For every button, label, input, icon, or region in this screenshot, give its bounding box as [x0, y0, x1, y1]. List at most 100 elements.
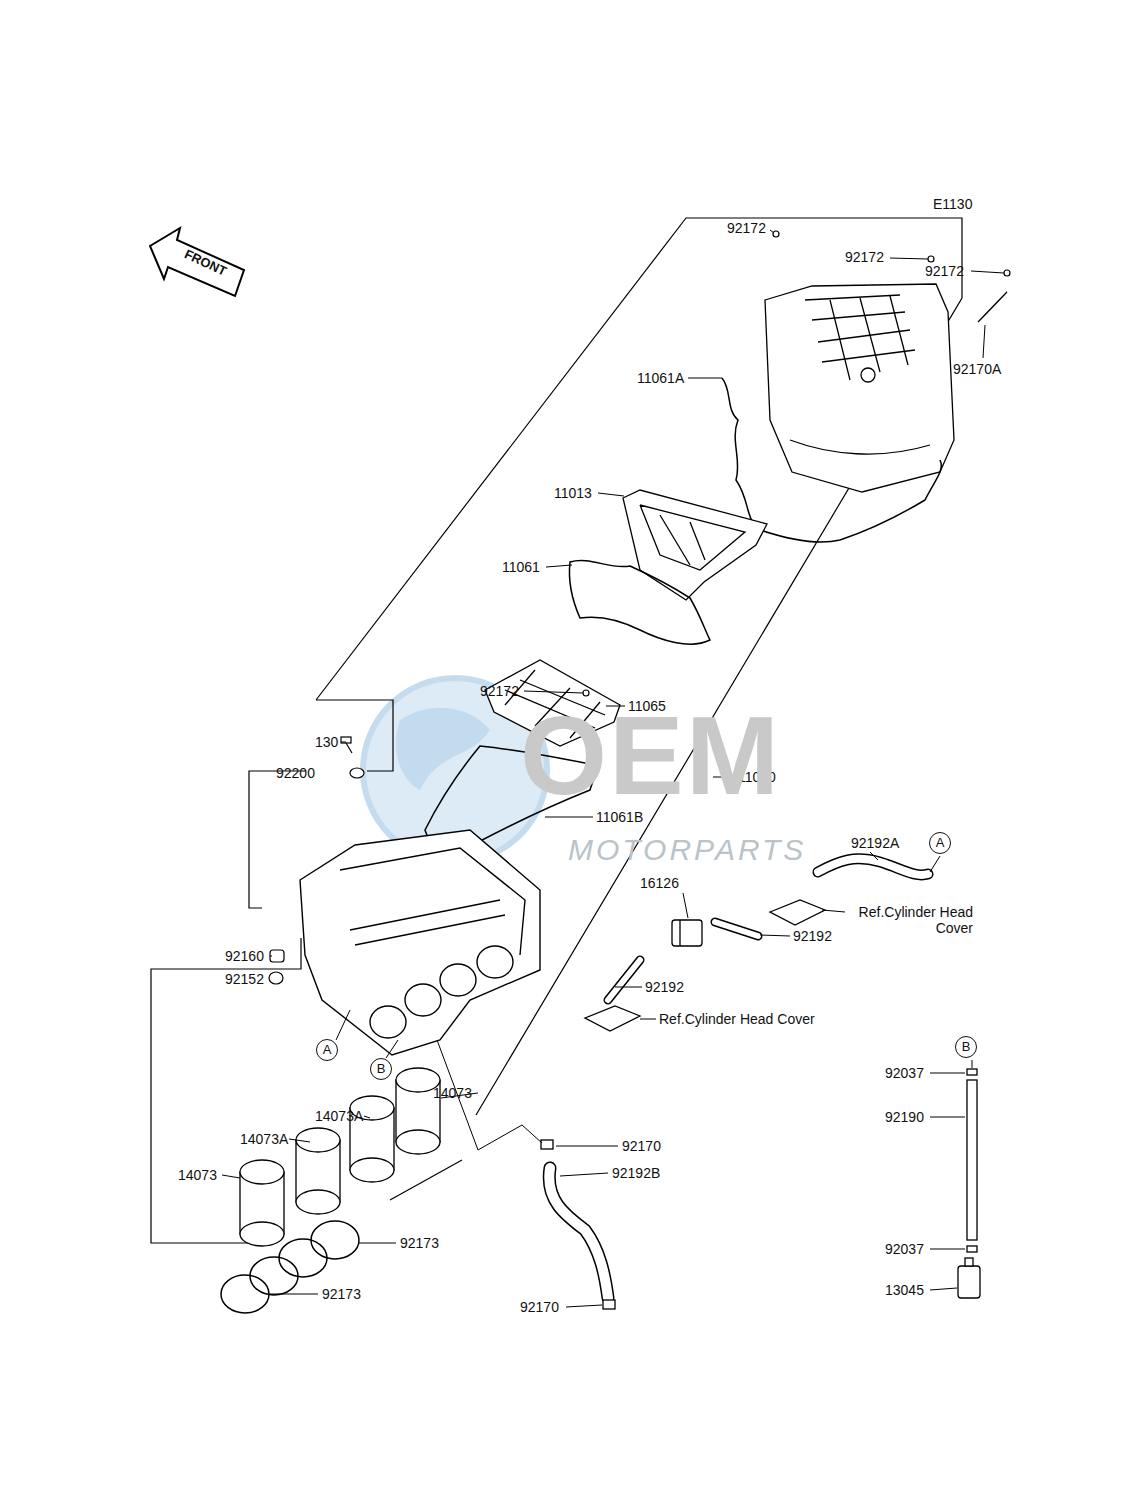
clamps	[311, 1221, 359, 1259]
part-number: 92172	[845, 249, 884, 265]
air-cleaner-cover	[861, 368, 875, 382]
air-cleaner-cover	[860, 298, 880, 372]
direction-arrow	[150, 228, 244, 296]
part-number: 14073A	[315, 1108, 363, 1124]
air-cleaner-housing	[300, 830, 540, 1055]
part-number: 11013	[554, 485, 592, 501]
assembly-frame	[390, 1160, 462, 1200]
leader-lines	[560, 1173, 608, 1176]
leader-lines	[545, 817, 593, 818]
bolts-and-grommets	[978, 292, 1007, 322]
intake-funnels	[240, 1160, 284, 1184]
intake-funnels	[296, 1190, 340, 1214]
valves-and-fittings	[967, 1080, 977, 1240]
leader-lines	[566, 1305, 602, 1307]
valves-and-fittings	[967, 1246, 977, 1252]
intake-funnels	[240, 1222, 284, 1246]
watermark-globe	[396, 708, 490, 790]
valves-and-fittings	[541, 900, 980, 1309]
leader-lines	[683, 893, 688, 918]
reference-note: Ref.Cylinder Head Cover	[848, 904, 973, 936]
bolts-and-grommets	[583, 690, 589, 696]
leader-lines	[688, 378, 722, 379]
leader-lines	[524, 691, 583, 693]
valves-and-fittings	[770, 900, 825, 925]
part-number: 92172	[925, 263, 964, 279]
intake-funnels	[240, 1068, 440, 1246]
part-number: 92172	[480, 683, 519, 699]
valves-and-fittings	[967, 1069, 977, 1075]
part-number: 14073A	[240, 1131, 288, 1147]
air-filter-element	[623, 490, 767, 600]
leader-lines	[640, 1019, 656, 1020]
leader-lines	[971, 271, 1004, 273]
valves-and-fittings	[585, 1006, 640, 1031]
leader-lines	[983, 325, 985, 358]
part-number: 92173	[400, 1235, 439, 1251]
part-number: 92152	[225, 971, 264, 987]
intake-funnels	[350, 1158, 394, 1182]
part-number: 92192A	[851, 835, 899, 851]
leader-lines	[760, 935, 790, 936]
valves-and-fittings	[672, 920, 702, 946]
part-number: 92172	[727, 220, 766, 236]
air-cleaner-cover	[830, 300, 850, 380]
part-number: 11061A	[637, 370, 684, 386]
reference-letter: A	[323, 1043, 332, 1057]
intake-funnels	[396, 1130, 440, 1154]
assembly-frame	[249, 771, 306, 908]
clamps	[279, 1239, 327, 1277]
hoses	[549, 1168, 608, 1298]
reference-letter: B	[377, 1062, 386, 1076]
leader-lines	[289, 1139, 310, 1142]
reference-circle: B	[370, 1058, 392, 1080]
air-cleaner-housing	[405, 984, 441, 1016]
clamps	[250, 1257, 298, 1295]
leader-lines	[930, 1249, 965, 1250]
leader-lines	[770, 230, 774, 233]
bolts-and-grommets	[350, 768, 364, 778]
direction-arrow	[150, 228, 244, 296]
air-filter-element	[690, 522, 705, 560]
air-cleaner-cover	[812, 312, 905, 320]
part-number: 92190	[885, 1109, 924, 1125]
gasket	[722, 378, 941, 542]
direction-label: FRONT	[182, 246, 229, 279]
part-number: 11061	[502, 559, 540, 575]
leader-lines	[546, 565, 572, 567]
part-number: 14073	[433, 1085, 472, 1101]
part-number: 92173	[322, 1286, 361, 1302]
valves-and-fittings	[965, 1258, 973, 1266]
part-number: 92160	[225, 948, 264, 964]
leader-lines	[386, 1040, 398, 1058]
leader-lines	[358, 1243, 396, 1244]
bolts-and-grommets	[269, 972, 283, 984]
air-cleaner-cover	[765, 284, 954, 492]
part-number: 92170	[520, 1299, 559, 1315]
bolts-and-grommets	[270, 950, 284, 962]
assembly-frame	[316, 700, 393, 771]
air-cleaner-cover	[822, 350, 915, 362]
gasket	[722, 378, 941, 542]
reference-circle: A	[316, 1039, 338, 1061]
hoses	[549, 859, 928, 1298]
air-cleaner-housing	[355, 915, 505, 945]
hoses	[715, 922, 758, 936]
hoses	[549, 1168, 608, 1298]
air-cleaner-housing	[440, 964, 476, 996]
leader-lines	[822, 910, 845, 912]
bolts-and-grommets	[341, 737, 351, 743]
leader-lines	[615, 987, 642, 988]
hoses	[818, 859, 928, 875]
valves-and-fittings	[679, 920, 680, 946]
bolts-and-grommets	[1004, 270, 1010, 276]
part-number: 92170A	[953, 361, 1001, 377]
leader-lines	[930, 856, 940, 872]
part-number: 92037	[885, 1241, 924, 1257]
part-number: 16126	[640, 875, 679, 891]
air-filter-element	[623, 490, 767, 600]
watermark: OEM	[520, 700, 781, 812]
air-filter-element	[660, 515, 690, 565]
